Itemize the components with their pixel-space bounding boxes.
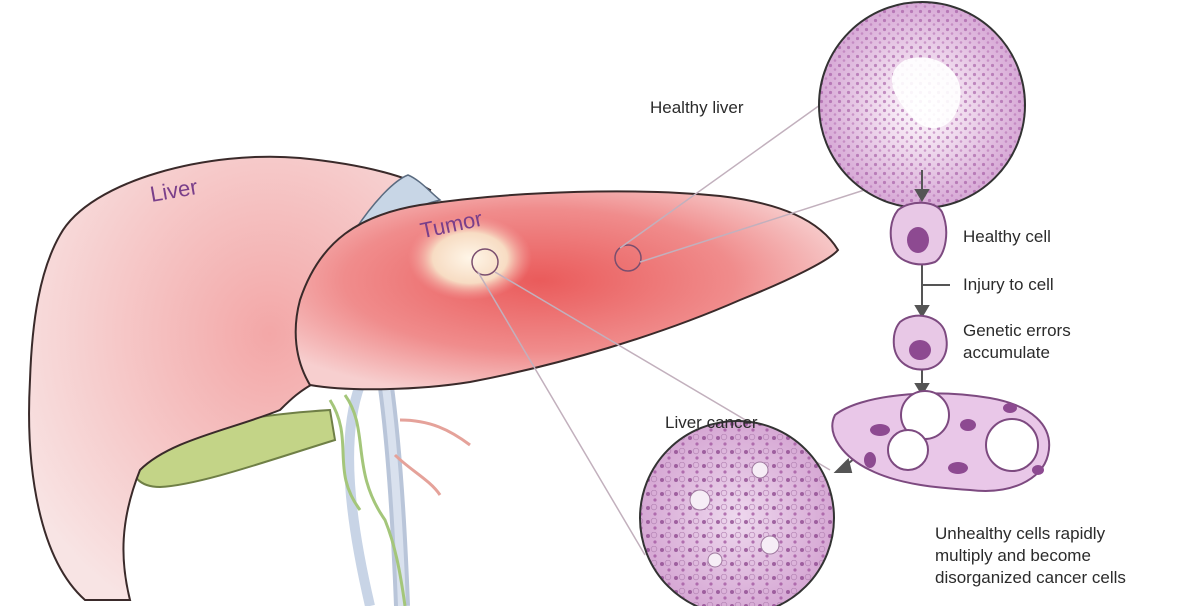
genetic-errors-line2: accumulate	[963, 342, 1071, 364]
healthy-cell	[891, 203, 946, 265]
cancer-cell-cluster	[832, 391, 1049, 491]
genetic-errors-line1: Genetic errors	[963, 320, 1071, 342]
unhealthy-line3: disorganized cancer cells	[935, 567, 1126, 589]
unhealthy-line1: Unhealthy cells rapidly	[935, 523, 1126, 545]
genetic-errors-label: Genetic errors accumulate	[963, 320, 1071, 364]
unhealthy-line2: multiply and become	[935, 545, 1126, 567]
liver-right-lobe	[296, 191, 838, 389]
healthy-cell-label: Healthy cell	[963, 227, 1051, 247]
blood-vessels	[330, 380, 470, 606]
unhealthy-cells-label: Unhealthy cells rapidly multiply and bec…	[935, 523, 1126, 589]
injury-to-cell-label: Injury to cell	[963, 275, 1054, 295]
liver-cancer-label: Liver cancer	[665, 413, 758, 433]
cancer-tissue-circle	[640, 421, 834, 606]
genetic-errors-cell	[894, 316, 947, 370]
healthy-liver-label: Healthy liver	[650, 98, 744, 118]
